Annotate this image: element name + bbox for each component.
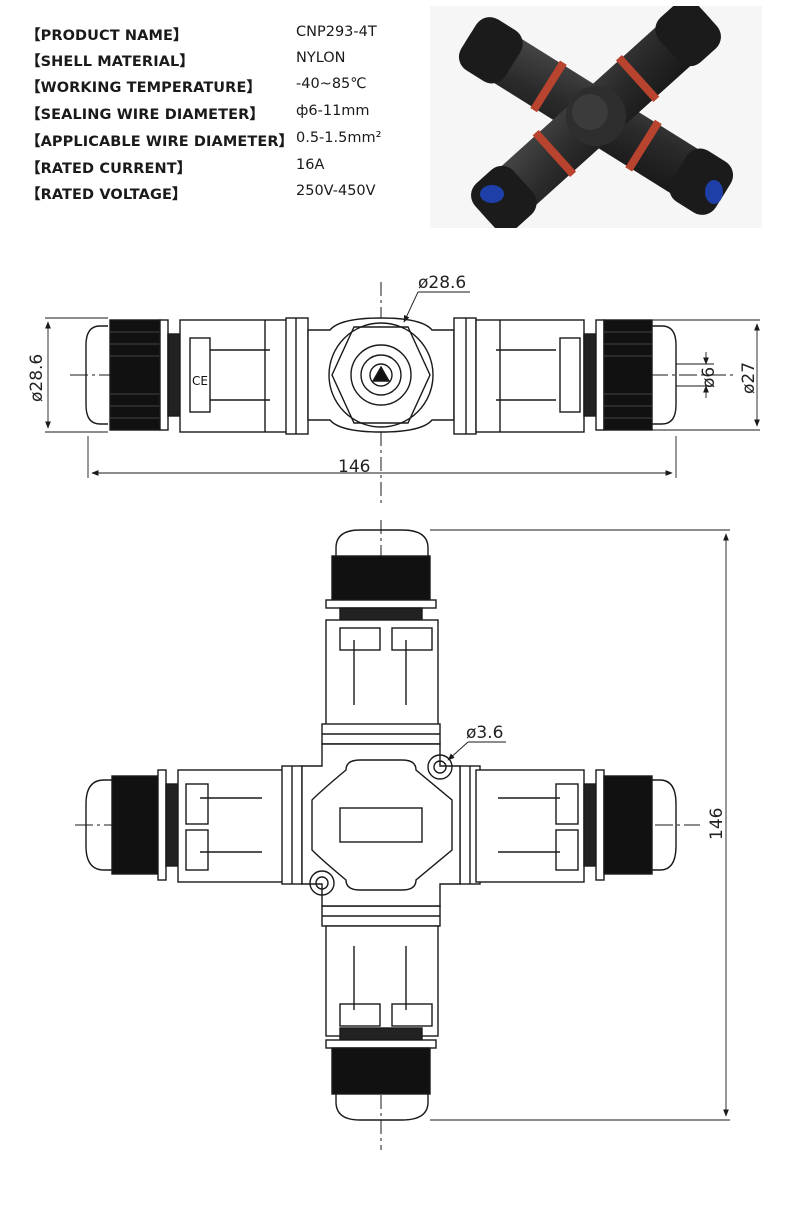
spec-row-shell-material: 【SHELL MATERIAL】 NYLON	[26, 50, 426, 74]
spec-key: 【APPLICABLE WIRE DIAMETER】	[26, 134, 294, 150]
product-photo	[430, 6, 762, 228]
dim-overall-height: 146	[707, 808, 727, 840]
spec-value: 16A	[296, 157, 325, 173]
spec-value: 0.5-1.5mm²	[296, 130, 382, 146]
svg-text:CE: CE	[192, 374, 208, 388]
spec-row-rated-voltage: 【RATED VOLTAGE】 250V-450V	[26, 183, 426, 207]
spec-row-sealing-wire-diameter: 【SEALING WIRE DIAMETER】 ф6-11mm	[26, 103, 426, 127]
spec-value: CNP293-4T	[296, 24, 377, 40]
dim-screw-hole: ø3.6	[466, 723, 503, 743]
dim-right-height: ø27	[739, 362, 759, 394]
spec-key: 【RATED CURRENT】	[26, 161, 192, 177]
spec-key: 【SHELL MATERIAL】	[26, 54, 194, 70]
spec-key: 【RATED VOLTAGE】	[26, 187, 187, 203]
spec-row-working-temperature: 【WORKING TEMPERATURE】 -40~85℃	[26, 76, 426, 100]
spec-value: ф6-11mm	[296, 103, 370, 119]
dim-left-height: ø28.6	[27, 354, 47, 402]
dim-top-diameter: ø28.6	[418, 273, 466, 293]
spec-key: 【SEALING WIRE DIAMETER】	[26, 107, 265, 123]
plan-view	[75, 520, 730, 1150]
spec-row-product-name: 【PRODUCT NAME】 CNP293-4T	[26, 24, 426, 48]
spec-row-applicable-wire-diameter: 【APPLICABLE WIRE DIAMETER】 0.5-1.5mm²	[26, 130, 426, 154]
spec-value: -40~85℃	[296, 76, 367, 92]
spec-row-rated-current: 【RATED CURRENT】 16A	[26, 157, 426, 181]
dim-overall-length: 146	[338, 457, 370, 477]
spec-value: NYLON	[296, 50, 346, 66]
dim-cable: ø6	[699, 367, 719, 388]
spec-key: 【PRODUCT NAME】	[26, 28, 188, 44]
spec-key: 【WORKING TEMPERATURE】	[26, 80, 262, 96]
spec-value: 250V-450V	[296, 183, 376, 199]
side-view: CE	[45, 282, 760, 505]
